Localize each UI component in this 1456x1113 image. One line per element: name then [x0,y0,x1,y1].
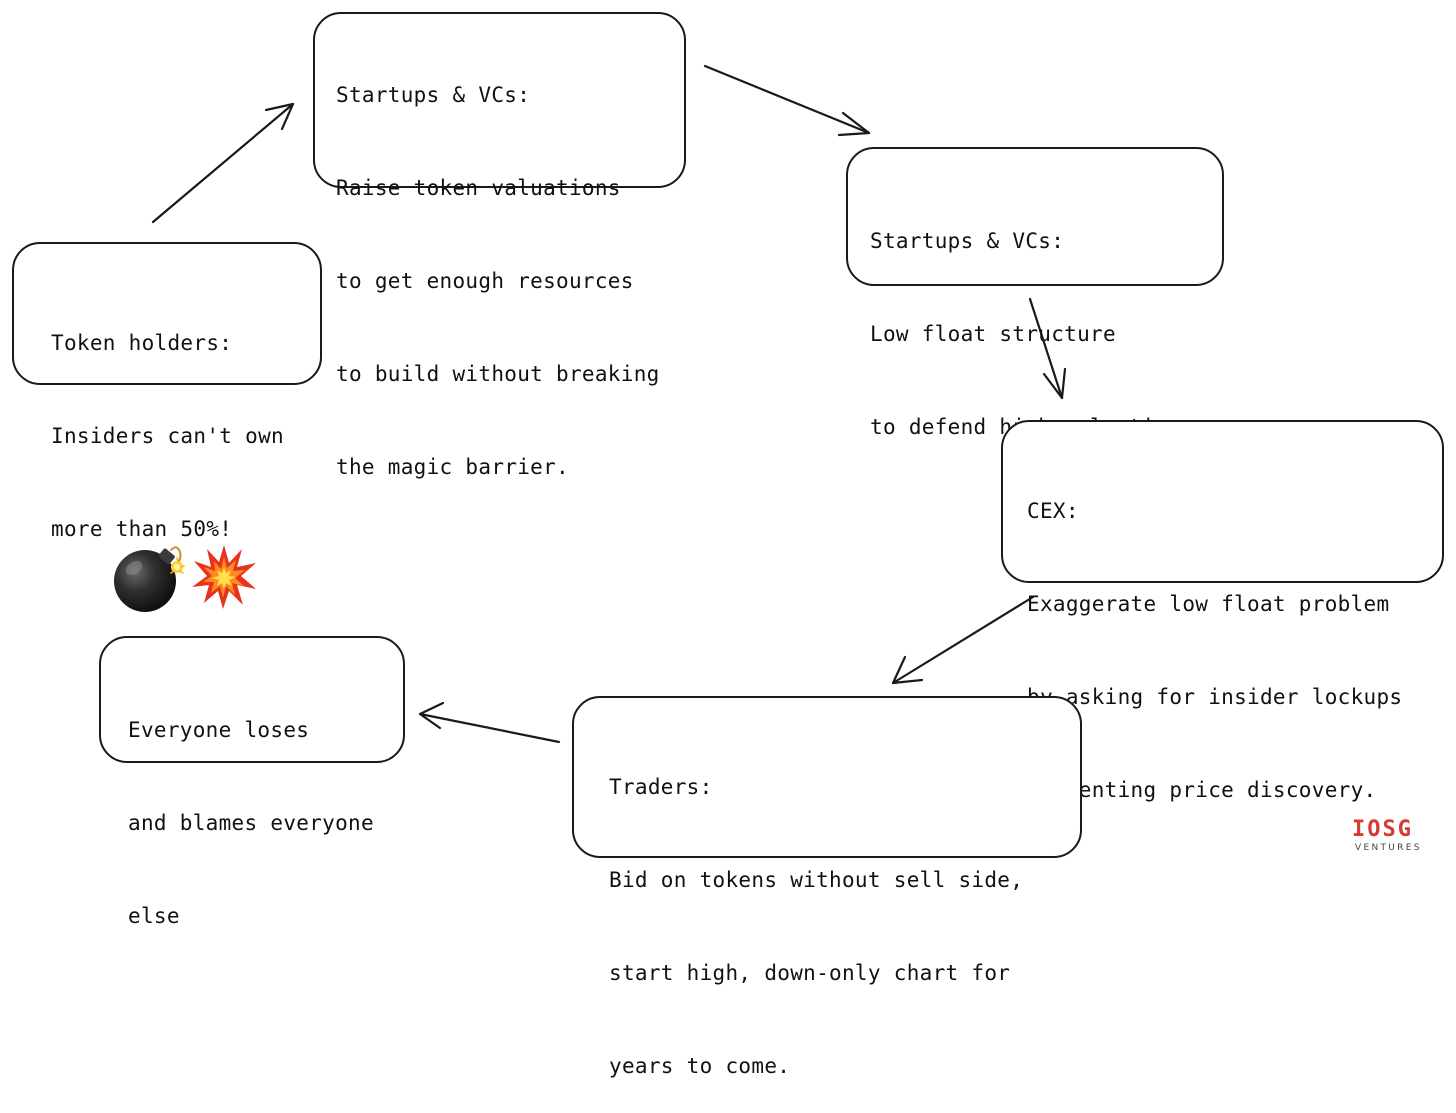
node-line: Insiders can't own [51,424,284,448]
node-line: to build without breaking [336,362,660,386]
node-line: Token holders: [51,331,233,355]
node-line: Everyone loses [128,718,310,742]
node-line: Traders: [609,775,713,799]
node-line: Startups & VCs: [870,229,1065,253]
node-text-cex: CEX: Exaggerate low float problem by ask… [1027,434,1402,837]
arrow-token-holders-to-raise [151,102,295,224]
logo-wordmark: IOSG [1352,817,1413,842]
flow-arrows [151,64,1067,744]
node-line: Startups & VCs: [336,83,531,107]
node-cex [1001,420,1444,583]
node-line: by asking for insider lockups [1027,685,1403,709]
node-token-holders [12,242,322,385]
node-line: CEX: [1027,499,1079,523]
node-line: Exaggerate low float problem [1027,592,1390,616]
node-line: Raise token valuations [336,176,621,200]
node-line: the magic barrier. [336,455,569,479]
node-text-traders: Traders: Bid on tokens without sell side… [609,710,1023,1113]
node-line: to get enough resources [336,269,634,293]
iosg-ventures-logo: IOSG VENTURES [1352,818,1438,858]
node-line: start high, down-only chart for [609,961,1011,985]
node-line: Bid on tokens without sell side, [609,868,1024,892]
node-traders [572,696,1082,858]
node-line: years to come. [609,1054,791,1078]
node-everyone-loses [99,636,405,763]
arrow-low-float-to-cex [1028,297,1067,400]
node-line: Low float structure [870,322,1116,346]
bomb-icon [114,546,185,612]
explosion-icon [192,545,256,609]
node-text-everyone-loses: Everyone loses and blames everyone else [128,653,374,963]
node-line: preventing price discovery. [1027,778,1377,802]
arrow-raise-to-low-float [703,64,871,137]
node-text-token-holders: Token holders: Insiders can't own more t… [51,266,284,576]
arrow-traders-to-everyone-loses [418,701,561,744]
node-startups-vcs-raise [313,12,686,188]
node-line: and blames everyone [128,811,374,835]
node-line: else [128,904,180,928]
arrow-cex-to-traders [891,595,1035,685]
logo-subtitle: VENTURES [1355,843,1422,853]
node-line: more than 50%! [51,517,233,541]
node-text-startups-vcs-raise: Startups & VCs: Raise token valuations t… [336,18,660,514]
node-startups-vcs-low-float [846,147,1224,286]
